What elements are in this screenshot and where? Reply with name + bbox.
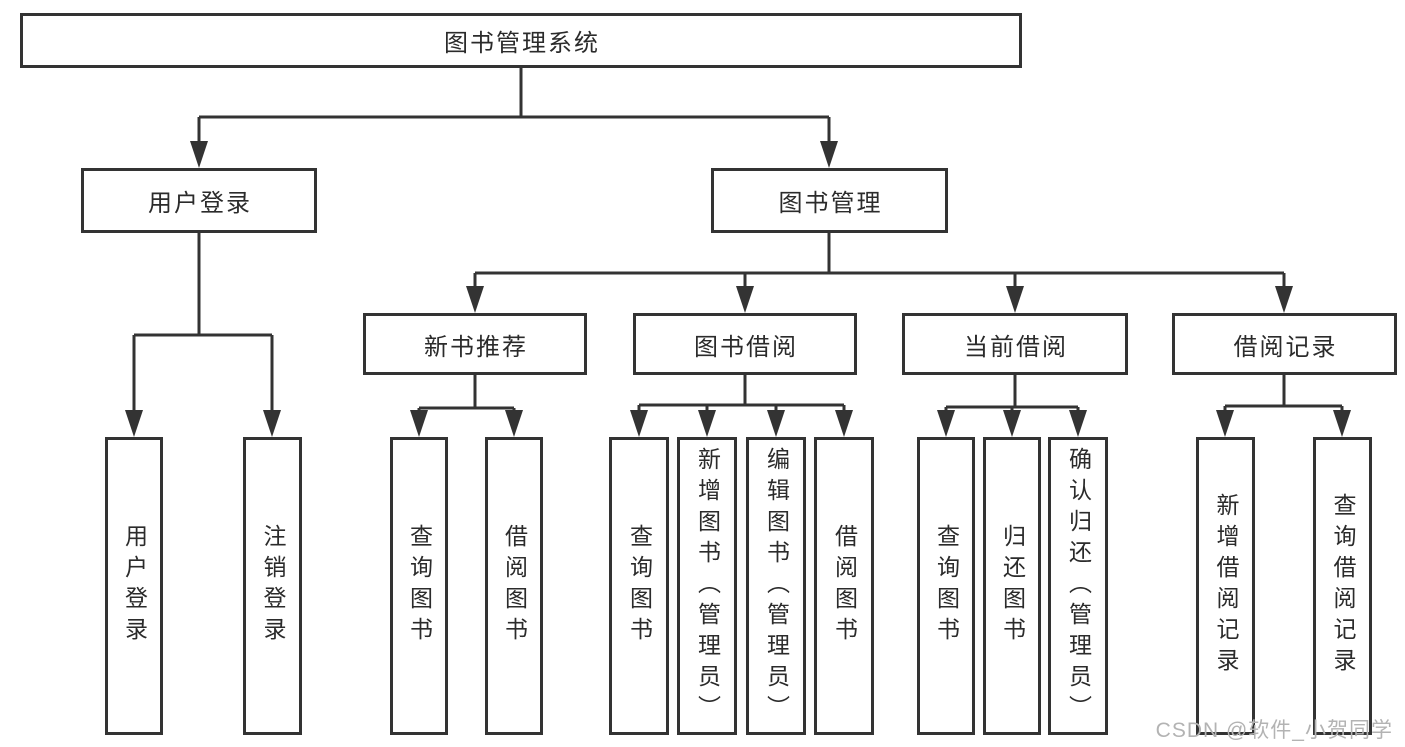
arrowheads — [125, 141, 1351, 437]
node-label: 新增借阅记录 — [1213, 493, 1239, 679]
node-label: 图书借阅 — [694, 333, 798, 361]
node-leaf-confirm-return-admin: 确认归还（管理员） — [1048, 437, 1108, 735]
node-book-borrow: 图书借阅 — [633, 313, 857, 375]
node-leaf-add-borrow-record: 新增借阅记录 — [1196, 437, 1255, 735]
node-label: 用户登录 — [121, 524, 148, 648]
node-label: 编辑图书（管理员） — [763, 446, 790, 726]
node-label: 新书推荐 — [424, 333, 528, 361]
node-label: 查询图书 — [406, 524, 433, 648]
node-root: 图书管理系统 — [20, 13, 1022, 68]
node-new-book-recommend: 新书推荐 — [363, 313, 587, 375]
node-label: 图书管理 — [778, 190, 883, 217]
node-leaf-query-books-2: 查询图书 — [609, 437, 669, 735]
watermark-text: CSDN @软件_小贺同学 — [1155, 719, 1393, 742]
node-label: 查询借阅记录 — [1330, 493, 1356, 679]
node-label: 借阅记录 — [1233, 333, 1338, 361]
node-leaf-query-borrow-record: 查询借阅记录 — [1313, 437, 1372, 735]
node-label: 查询图书 — [933, 524, 960, 648]
node-leaf-user-login: 用户登录 — [105, 437, 163, 735]
node-leaf-query-books-3: 查询图书 — [917, 437, 975, 735]
node-leaf-borrow-books-2: 借阅图书 — [814, 437, 874, 735]
node-borrow-records: 借阅记录 — [1172, 313, 1397, 375]
node-label: 用户登录 — [148, 190, 252, 217]
node-current-borrow: 当前借阅 — [902, 313, 1128, 375]
node-leaf-edit-books-admin: 编辑图书（管理员） — [746, 437, 806, 735]
node-leaf-borrow-books-1: 借阅图书 — [485, 437, 543, 735]
node-label: 归还图书 — [999, 524, 1026, 648]
node-leaf-query-books-1: 查询图书 — [390, 437, 448, 735]
node-label: 当前借阅 — [964, 333, 1068, 361]
node-label: 注销登录 — [260, 524, 286, 648]
node-label: 确认归还（管理员） — [1065, 446, 1092, 726]
node-leaf-add-books-admin: 新增图书（管理员） — [677, 437, 737, 735]
node-book-management: 图书管理 — [711, 168, 948, 233]
node-label: 新增图书（管理员） — [694, 446, 721, 726]
node-user-login: 用户登录 — [81, 168, 317, 233]
node-leaf-logout: 注销登录 — [243, 437, 302, 735]
node-leaf-return-books: 归还图书 — [983, 437, 1041, 735]
node-label: 借阅图书 — [831, 524, 858, 648]
node-label: 查询图书 — [626, 524, 653, 648]
node-label: 图书管理系统 — [444, 30, 600, 57]
node-label: 借阅图书 — [501, 524, 528, 648]
